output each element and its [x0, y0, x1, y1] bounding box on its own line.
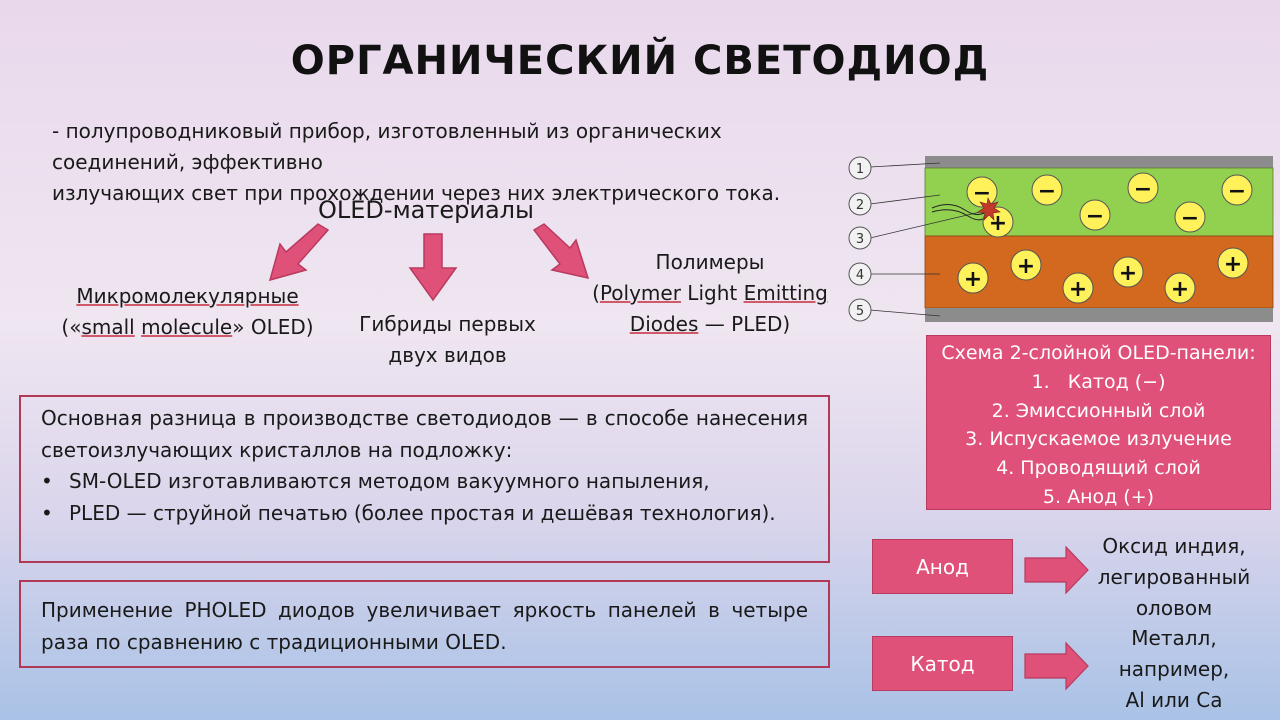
category-hybrids-line-1: Гибриды первых	[359, 312, 536, 336]
arrow-right-icon	[532, 223, 590, 280]
bullet-text: SM-OLED изготавливаются методом вакуумно…	[69, 469, 710, 493]
category-hybrids-line-2: двух видов	[388, 343, 507, 367]
bullet-icon: •	[41, 500, 53, 525]
list-item: • SM-OLED изготавливаются методом вакуум…	[41, 466, 808, 498]
category-small-molecule-subtitle: («small molecule» OLED)	[40, 312, 335, 343]
category-polymers: Полимеры (Polymer Light Emitting Diodes …	[580, 247, 840, 340]
difference-intro: Основная разница в производстве светодио…	[41, 406, 808, 462]
paren-close: » OLED)	[232, 315, 314, 339]
recombination-flash-icon	[977, 197, 1001, 221]
category-small-molecule-title: Микромолекулярные	[76, 284, 299, 308]
marker-3: 3	[856, 232, 864, 247]
electron-mark: −	[1086, 204, 1104, 229]
diagram-legend: Схема 2-слойной OLED-панели: 1. Катод (−…	[926, 335, 1271, 510]
word-emitting: Emitting	[743, 281, 828, 305]
marker-1: 1	[856, 162, 864, 177]
electron-mark: −	[973, 181, 991, 206]
hole-mark: +	[1171, 277, 1189, 302]
anode-note-line: оловом	[1135, 596, 1213, 620]
cathode-layer	[925, 156, 1273, 168]
cathode-arrow-icon	[1024, 641, 1089, 691]
category-polymers-title: Полимеры	[655, 250, 765, 274]
anode-label-box: Анод	[872, 539, 1013, 594]
anode-note-line: легированный	[1097, 565, 1251, 589]
marker-4: 4	[856, 268, 864, 283]
cathode-note-line: например,	[1118, 657, 1230, 681]
materials-heading: OLED-материалы	[318, 196, 534, 224]
leader-line-3	[869, 211, 981, 239]
cathode-note-line: Металл,	[1131, 626, 1217, 650]
electron-mark: −	[1181, 206, 1199, 231]
hole-mark: +	[1069, 277, 1087, 302]
difference-box: Основная разница в производстве светодио…	[19, 395, 830, 563]
anode-arrow-icon	[1024, 545, 1089, 595]
legend-title: Схема 2-слойной OLED-панели:	[941, 342, 1256, 364]
category-polymers-line-2: (Polymer Light Emitting	[580, 278, 840, 309]
leader-line-1	[869, 162, 941, 168]
word-diodes: Diodes	[629, 312, 699, 336]
paren-open: (	[592, 281, 600, 305]
pholed-box: Применение PHOLED диодов увеличивает ярк…	[19, 580, 830, 668]
anode-layer	[925, 308, 1273, 322]
hole-mark: +	[1224, 252, 1242, 277]
paren-open: («	[61, 315, 82, 339]
category-hybrids: Гибриды первых двух видов	[340, 309, 555, 371]
oled-layer-diagram: 1 2 3 4 5 − − − − − − + + + + + + +	[848, 156, 1274, 322]
definition-text: - полупроводниковый прибор, изготовленны…	[52, 116, 842, 209]
legend-item: 5. Анод (+)	[1042, 485, 1155, 508]
hole-mark: +	[1017, 254, 1035, 279]
page-title: ОРГАНИЧЕСКИЙ СВЕТОДИОД	[290, 38, 990, 84]
legend-item: 2. Эмиссионный слой	[991, 399, 1206, 422]
electron-mark: −	[1134, 177, 1152, 202]
electron-mark: −	[1038, 179, 1056, 204]
legend-item: 3. Испускаемое излучение	[965, 428, 1232, 451]
hole-mark: +	[1119, 261, 1137, 286]
leader-line-2	[869, 194, 941, 205]
bullet-icon: •	[41, 469, 53, 493]
legend-item: 1. Катод (−)	[1031, 370, 1166, 393]
cathode-note: Металл, например, Al или Ca	[1088, 623, 1260, 716]
hole-mark: +	[964, 267, 982, 292]
word-molecule: molecule	[141, 315, 233, 339]
word-light: Light	[680, 281, 744, 305]
arrow-down-icon	[408, 233, 458, 302]
marker-2: 2	[856, 198, 864, 213]
electron-mark: −	[1228, 179, 1246, 204]
pholed-text: Применение PHOLED диодов увеличивает ярк…	[41, 598, 808, 654]
word-small: small	[81, 315, 135, 339]
marker-5: 5	[856, 304, 864, 319]
legend-item: 4. Проводящий слой	[996, 457, 1201, 480]
bullet-text: PLED — струйной печатью (более простая и…	[69, 500, 776, 525]
category-small-molecule: Микромолекулярные («small molecule» OLED…	[40, 281, 335, 343]
cathode-label-box: Катод	[872, 636, 1013, 691]
anode-note-line: Оксид индия,	[1102, 534, 1246, 558]
definition-line-2: излучающих свет при прохождении через ни…	[52, 181, 781, 205]
anode-note: Оксид индия, легированный оловом	[1088, 531, 1260, 624]
arrow-left-icon	[268, 223, 330, 282]
list-item: • PLED — струйной печатью (более простая…	[41, 498, 808, 530]
leader-line-5	[869, 309, 941, 317]
category-polymers-line-3: Diodes — PLED)	[580, 309, 840, 340]
pled-suffix: — PLED)	[698, 312, 791, 336]
definition-line-1: - полупроводниковый прибор, изготовленны…	[52, 119, 722, 174]
cathode-note-line: Al или Ca	[1125, 688, 1223, 712]
word-polymer: Polymer	[599, 281, 681, 305]
